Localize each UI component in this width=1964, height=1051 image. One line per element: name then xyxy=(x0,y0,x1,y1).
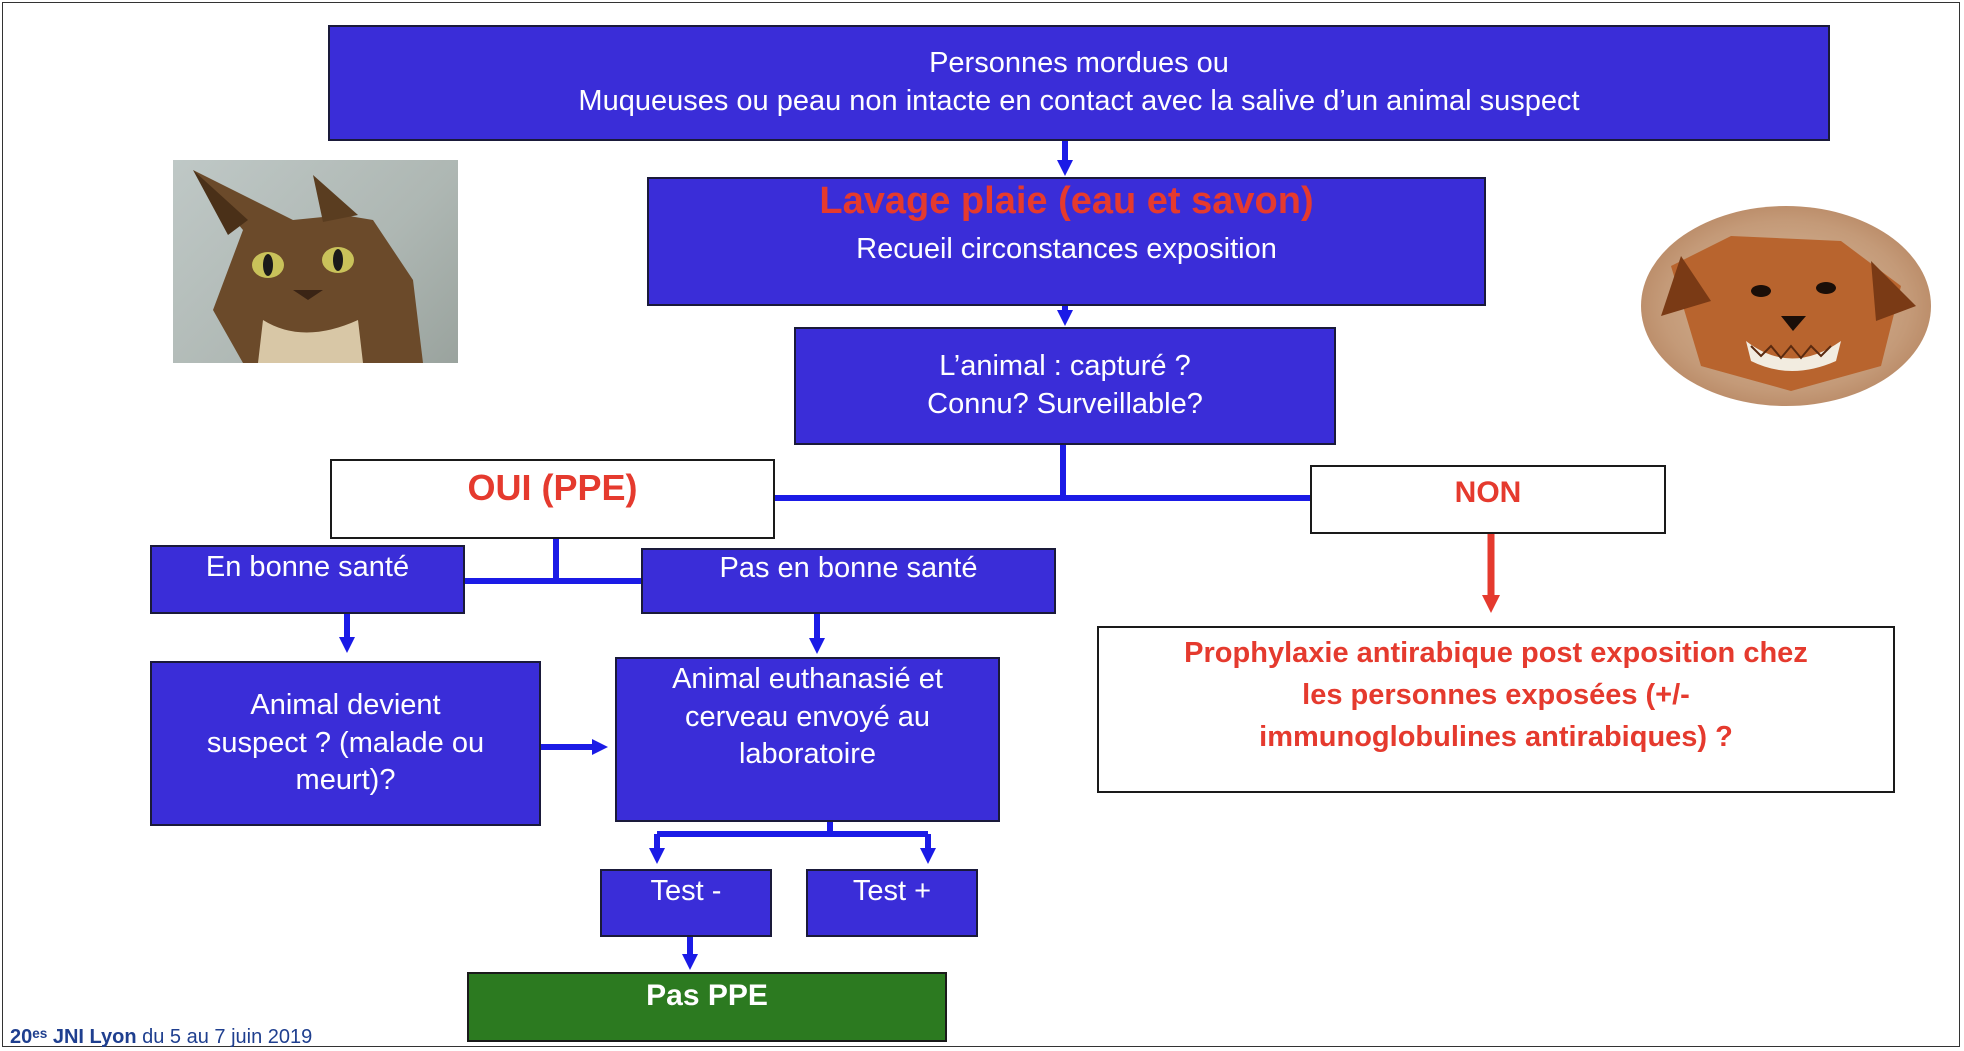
suspect-line2: suspect ? (malade ou xyxy=(206,726,485,759)
animal-line2: Connu? Surveillable? xyxy=(927,388,1203,420)
prophylaxis-line1: Prophylaxie antirabique post exposition … xyxy=(1184,637,1808,669)
wash-subtitle: Recueil circonstances exposition xyxy=(856,232,1277,265)
non-box: NON xyxy=(1310,465,1666,534)
prophylaxis-line3: immunoglobulines antirabiques) ? xyxy=(1259,721,1733,754)
prophylaxis-line2: les personnes exposées (+/- xyxy=(1302,679,1690,712)
suspect-line3: meurt)? xyxy=(295,764,396,797)
wash-box: Lavage plaie (eau et savon) Recueil circ… xyxy=(647,177,1486,306)
no-ppe-label: Pas PPE xyxy=(646,979,768,1012)
exposure-line1: Personnes mordues ou xyxy=(929,47,1229,80)
test-positive-box: Test + xyxy=(806,869,978,937)
footer-city: Lyon xyxy=(89,1026,137,1048)
euthanized-box: Animal euthanasié et cerveau envoyé au l… xyxy=(615,657,1000,822)
non-label: NON xyxy=(1454,476,1522,509)
footer-edition: 20ᵉˢ JNI xyxy=(10,1026,84,1048)
footer-dates: du 5 au 7 juin 2019 xyxy=(142,1026,313,1048)
oui-box: OUI (PPE) xyxy=(330,459,775,539)
oui-label: OUI (PPE) xyxy=(467,467,638,508)
euthanized-line1: Animal euthanasié et xyxy=(672,663,943,695)
test-negative-box: Test - xyxy=(600,869,772,937)
cat-photo xyxy=(173,160,458,363)
animal-question-box: L’animal : capturé ? Connu? Surveillable… xyxy=(794,327,1336,445)
not-healthy-box: Pas en bonne santé xyxy=(641,548,1056,614)
exposure-box: Personnes mordues ou Muqueuses ou peau n… xyxy=(328,25,1830,141)
exposure-line2: Muqueuses ou peau non intacte en contact… xyxy=(578,85,1580,117)
not-healthy-label: Pas en bonne santé xyxy=(719,552,978,584)
no-ppe-box: Pas PPE xyxy=(467,972,947,1042)
suspect-box: Animal devient suspect ? (malade ou meur… xyxy=(150,661,541,826)
footer: 20ᵉˢ JNI Lyon du 5 au 7 juin 2019 xyxy=(10,1026,312,1049)
animal-line1: L’animal : capturé ? xyxy=(939,350,1191,383)
euthanized-line3: laboratoire xyxy=(738,738,877,771)
wash-title: Lavage plaie (eau et savon) xyxy=(819,180,1314,222)
healthy-box: En bonne santé xyxy=(150,545,465,614)
test-positive-label: Test + xyxy=(852,875,932,907)
euthanized-line2: cerveau envoyé au xyxy=(684,700,931,733)
suspect-line1: Animal devient xyxy=(250,688,441,721)
dog-photo xyxy=(1641,206,1931,406)
prophylaxis-box: Prophylaxie antirabique post exposition … xyxy=(1097,626,1895,793)
healthy-label: En bonne santé xyxy=(205,551,410,583)
test-negative-label: Test - xyxy=(650,875,722,907)
